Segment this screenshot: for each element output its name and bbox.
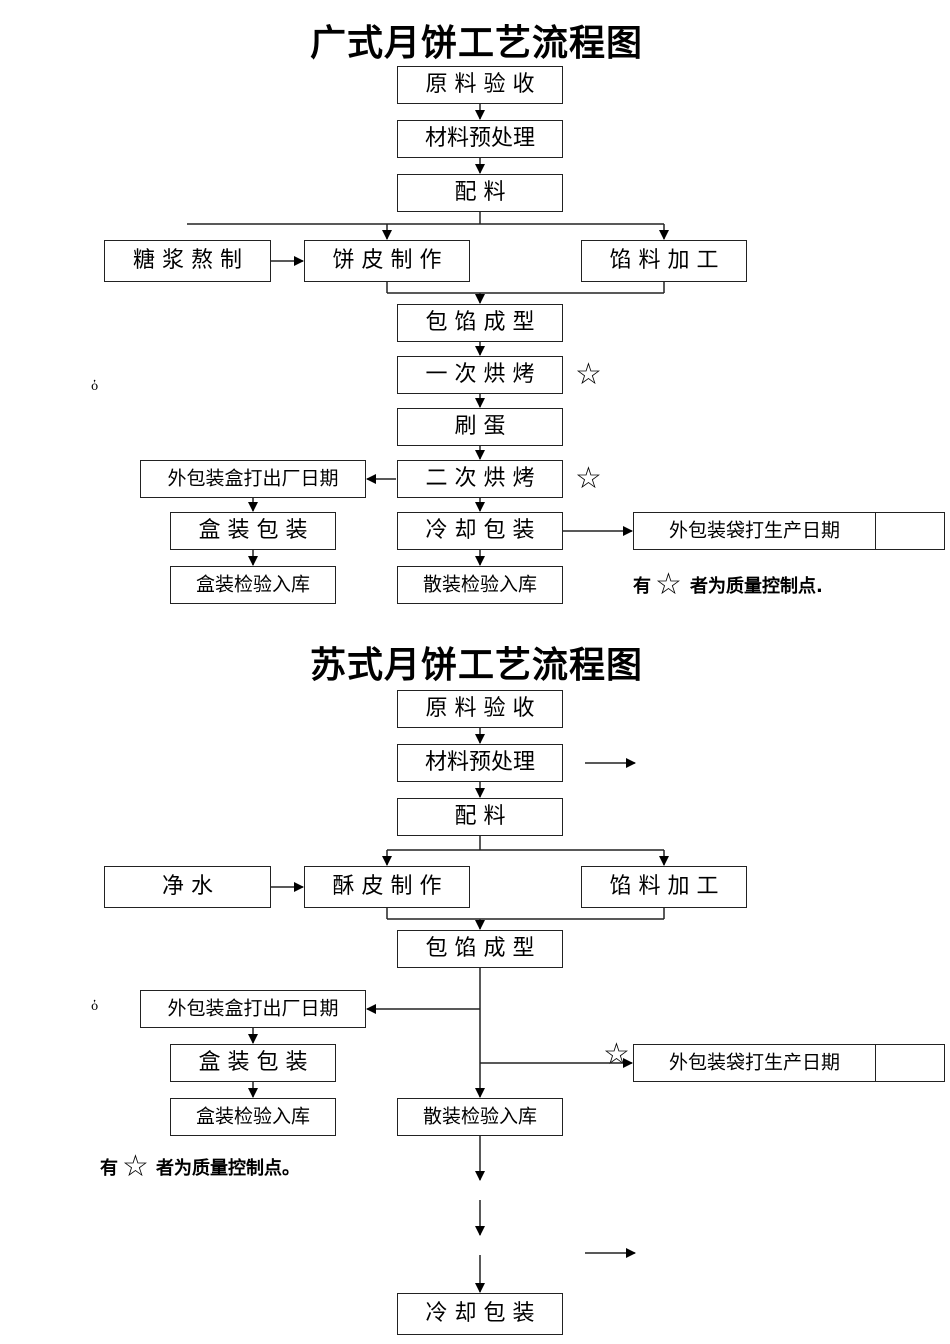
node-syrup: 糖 浆 熬 制 [104,240,271,282]
node2-crust: 酥 皮 制 作 [304,866,470,908]
node-bag-date-extension [875,512,945,550]
quality-star-icon: ☆ [575,461,602,496]
diagram1-title: 广式月饼工艺流程图 [310,23,644,64]
node2-bag-date-extension [875,1044,945,1082]
node2-bag-date: 外包装袋打生产日期 [633,1044,876,1082]
node2-wrapping: 包 馅 成 型 [397,930,563,968]
node2-box-storage: 盒装检验入库 [170,1098,336,1136]
node2-raw-inspection: 原 料 验 收 [397,690,563,728]
node-bag-date: 外包装袋打生产日期 [633,512,876,550]
legend-star-icon: ☆ [655,567,682,602]
legend2-text: 者为质量控制点。 [156,1158,300,1179]
node-egg-wash: 刷 蛋 [397,408,563,446]
stray-mark: ὁ [91,379,99,393]
stray-mark: ὁ [91,999,99,1013]
legend-prefix: 有 [633,576,651,597]
node-box-packing: 盒 装 包 装 [170,512,336,550]
node-wrapping: 包 馅 成 型 [397,304,563,342]
node-box-storage: 盒装检验入库 [170,566,336,604]
node2-cooling-packing: 冷 却 包 装 [397,1293,563,1335]
node-first-bake: 一 次 烘 烤 [397,356,563,394]
node-mixing: 配 料 [397,174,563,212]
node2-box-date: 外包装盒打出厂日期 [140,990,366,1028]
node-cooling-packing: 冷 却 包 装 [397,512,563,550]
quality-star-icon: ☆ [575,357,602,392]
node2-filling: 馅 料 加 工 [581,866,747,908]
node2-water: 净 水 [104,866,271,908]
diagram2-title: 苏式月饼工艺流程图 [310,645,644,686]
node-box-date: 外包装盒打出厂日期 [140,460,366,498]
node-filling: 馅 料 加 工 [581,240,747,282]
node-bulk-storage: 散装检验入库 [397,566,563,604]
legend2-star-icon: ☆ [122,1149,149,1184]
node2-pretreatment: 材料预处理 [397,744,563,782]
legend-text: 者为质量控制点. [690,576,823,597]
node2-box-packing: 盒 装 包 装 [170,1044,336,1082]
node-pretreatment: 材料预处理 [397,120,563,158]
quality-star-icon: ☆ [603,1037,630,1072]
legend2-prefix: 有 [100,1158,118,1179]
node-crust: 饼 皮 制 作 [304,240,470,282]
node2-bulk-storage: 散装检验入库 [397,1098,563,1136]
node-second-bake: 二 次 烘 烤 [397,460,563,498]
node-raw-inspection: 原 料 验 收 [397,66,563,104]
node2-mixing: 配 料 [397,798,563,836]
